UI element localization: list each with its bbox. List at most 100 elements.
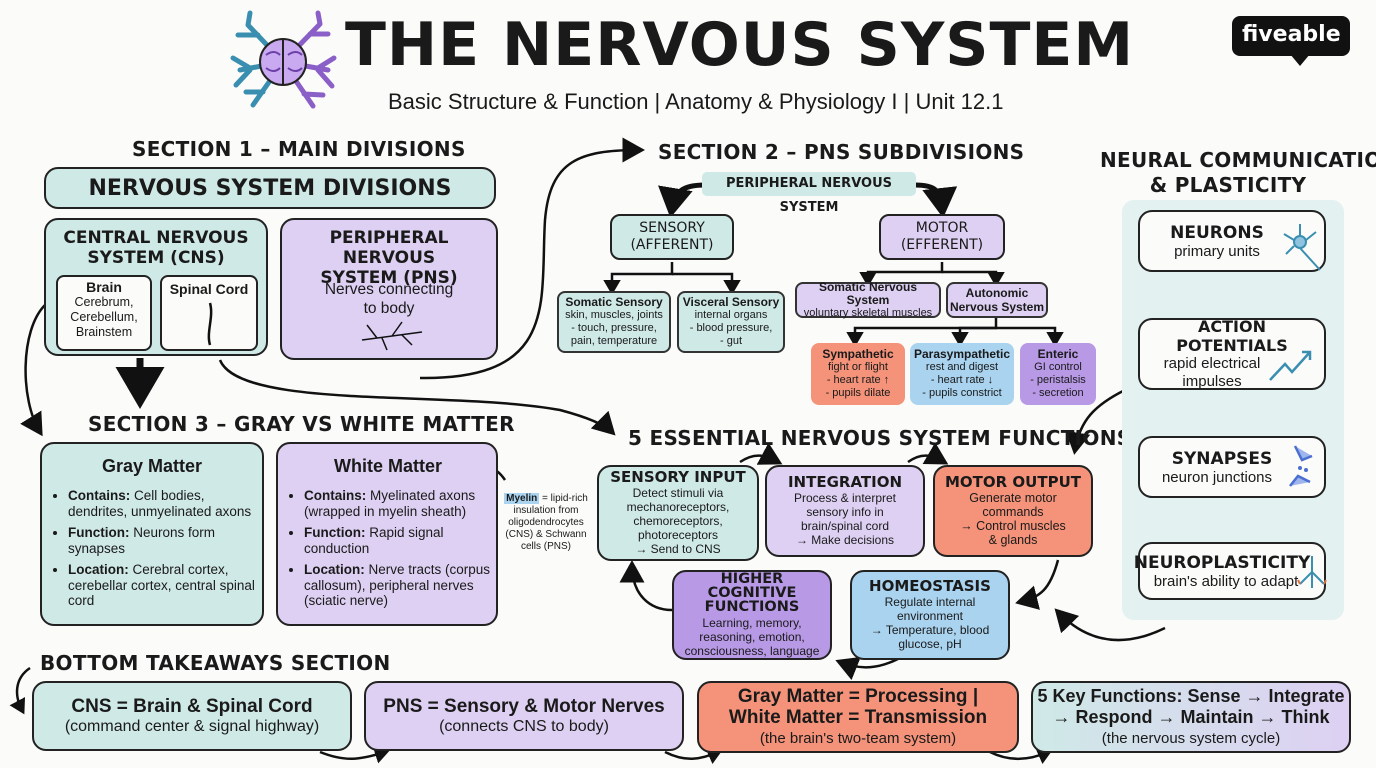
higher-l3: consciousness, language <box>684 644 820 658</box>
takeaway-matter-l3: (the brain's two-team system) <box>759 729 957 747</box>
somatic-sensory-box: Somatic Sensory skin, muscles, joints - … <box>557 291 671 353</box>
takeaway-cns-l2: (command center & signal highway) <box>64 718 320 735</box>
spinal-cord-box: Spinal Cord <box>160 275 258 351</box>
adapt-arrows-icon <box>1297 556 1327 588</box>
gray-contains: Contains: Cell bodies, dendrites, unmyel… <box>68 488 258 519</box>
integration-box: INTEGRATION Process & interpret sensory … <box>765 465 925 557</box>
motor-output-title: MOTOR OUTPUT <box>944 473 1081 491</box>
enteric-box: Enteric GI control - peristalsis - secre… <box>1020 343 1096 405</box>
synapses-box: SYNAPSES neuron junctions <box>1138 436 1326 498</box>
takeaways-heading: BOTTOM TAKEAWAYS SECTION <box>40 651 391 675</box>
sympathetic-l3: - pupils dilate <box>825 387 891 399</box>
sympathetic-box: Sympathetic fight or flight - heart rate… <box>811 343 905 405</box>
brain-box: Brain Cerebrum, Cerebellum, Brainstem <box>56 275 152 351</box>
motor-output-l3: → Control muscles <box>960 519 1066 533</box>
white-contains: Contains: Myelinated axons (wrapped in m… <box>304 488 492 519</box>
gray-matter-title: Gray Matter <box>101 456 203 476</box>
takeaway-functions-l1: 5 Key Functions: Sense → Integrate <box>1037 685 1345 706</box>
section1-heading: SECTION 1 – MAIN DIVISIONS <box>132 137 466 161</box>
myelin-l4: (CNS) & Schwann <box>505 529 587 540</box>
brand-logo-tail <box>1290 54 1310 66</box>
neurons-title: NEURONS <box>1170 222 1264 243</box>
neurons-box: NEURONS primary units <box>1138 210 1326 272</box>
visceral-sensory-l1: internal organs <box>694 309 768 321</box>
autonomic-box: Autonomic Nervous System <box>946 282 1048 318</box>
takeaway-functions-l2: → Respond → Maintain → Think <box>1052 706 1330 727</box>
cns-box: CENTRAL NERVOUS SYSTEM (CNS) Brain Cereb… <box>44 218 268 356</box>
white-location: Location: Nerve tracts (corpus callosum)… <box>304 562 492 609</box>
action-title: ACTION POTENTIALS <box>1176 317 1288 355</box>
section2-heading: SECTION 2 – PNS SUBDIVISIONS <box>658 140 1025 164</box>
somatic-sensory-title: Somatic Sensory <box>565 295 663 309</box>
neuroplasticity-box: NEUROPLASTICITY brain's ability to adapt <box>1134 542 1327 600</box>
neuron-icon <box>1283 224 1321 271</box>
motor-output-l1: Generate motor <box>969 491 1057 505</box>
higher-cognitive-box: HIGHER COGNITIVE FUNCTIONS Learning, mem… <box>672 570 832 660</box>
brand-logo-text: fiveable <box>1242 22 1341 47</box>
divisions-banner: NERVOUS SYSTEM DIVISIONS <box>44 167 496 209</box>
divisions-banner-text: NERVOUS SYSTEM DIVISIONS <box>88 175 452 201</box>
motor-box: MOTOR (EFFERENT) <box>879 214 1005 260</box>
takeaway-functions-l3: (the nervous system cycle) <box>1101 729 1281 747</box>
synapses-desc: neuron junctions <box>1161 468 1273 486</box>
homeostasis-l3: → Temperature, blood <box>870 623 990 637</box>
cns-title: CENTRAL NERVOUS SYSTEM (CNS) <box>46 228 266 268</box>
somatic-ns-l1: voluntary skeletal muscles <box>803 306 933 319</box>
neurons-desc: primary units <box>1174 242 1260 260</box>
integration-l3: brain/spinal cord <box>800 519 890 533</box>
integration-l2: sensory info in <box>806 505 884 519</box>
functions-heading: 5 ESSENTIAL NERVOUS SYSTEM FUNCTIONS <box>628 426 1132 450</box>
somatic-ns-box: Somatic Nervous System voluntary skeleta… <box>795 279 941 319</box>
autonomic-l2: Nervous System <box>949 300 1045 314</box>
page-subtitle: Basic Structure & Function | Anatomy & P… <box>388 89 1004 114</box>
motor-output-box: MOTOR OUTPUT Generate motor commands → C… <box>933 465 1093 557</box>
neural-heading: NEURAL COMMUNICATION & PLASTICITY <box>1100 148 1376 198</box>
sensory-input-l1: Detect stimuli via <box>632 486 724 500</box>
enteric-l2: - peristalsis <box>1030 374 1086 386</box>
sympathetic-l1: fight or flight <box>828 361 888 373</box>
spinal-cord-icon <box>207 302 213 346</box>
pns-root-pill: PERIPHERAL NERVOUS SYSTEM <box>702 172 916 215</box>
pns-box: PERIPHERAL NERVOUS SYSTEM (PNS) Nerves c… <box>280 218 498 360</box>
myelin-l5: cells (PNS) <box>520 541 571 552</box>
neuron-brain-logo-svg <box>230 10 337 109</box>
white-function: Function: Rapid signal conduction <box>304 525 492 556</box>
motor-l1: MOTOR <box>915 220 969 236</box>
takeaway-pns-l2: (connects CNS to body) <box>439 718 609 735</box>
higher-title-l1: HIGHER COGNITIVE <box>707 571 797 601</box>
somatic-sensory-l2: - touch, pressure, <box>571 322 657 334</box>
homeostasis-l2: environment <box>896 609 964 623</box>
sensory-input-l2: mechanoreceptors, <box>626 500 730 514</box>
cns-title-l1: CENTRAL NERVOUS <box>63 228 249 248</box>
neuroplasticity-desc: brain's ability to adapt <box>1153 572 1299 590</box>
parasympathetic-title: Parasympathetic <box>913 347 1011 361</box>
cns-title-l2: SYSTEM (CNS) <box>87 248 225 268</box>
sensory-input-box: SENSORY INPUT Detect stimuli via mechano… <box>597 465 759 561</box>
somatic-sensory-l3: pain, temperature <box>570 335 658 347</box>
takeaway-cns-l1: CNS = Brain & Spinal Cord <box>71 696 313 717</box>
white-matter-list: Contains: Myelinated axons (wrapped in m… <box>286 488 492 615</box>
lightning-arrow-icon <box>1269 350 1312 381</box>
neuroplasticity-title: NEUROPLASTICITY <box>1133 552 1311 573</box>
nerve-branch-icon <box>361 321 423 351</box>
autonomic-l1: Autonomic <box>965 286 1029 300</box>
visceral-sensory-title: Visceral Sensory <box>682 295 780 309</box>
integration-title: INTEGRATION <box>787 473 903 491</box>
gray-matter-box: Gray Matter Contains: Cell bodies, dendr… <box>40 442 264 626</box>
pns-desc: Nerves connecting to body <box>282 280 496 318</box>
myelin-note: Myelin = lipid-rich insulation from olig… <box>502 493 590 553</box>
homeostasis-l4: glucose, pH <box>898 637 962 651</box>
neural-heading-l2: & PLASTICITY <box>1149 173 1307 197</box>
homeostasis-title: HOMEOSTASIS <box>869 577 991 595</box>
brand-logo: fiveable <box>1232 16 1350 66</box>
pns-title-l2: SYSTEM (PNS) <box>320 268 458 288</box>
takeaway-functions: 5 Key Functions: Sense → Integrate → Res… <box>1031 681 1351 753</box>
sympathetic-l2: - heart rate ↑ <box>826 374 890 386</box>
white-matter-title: White Matter <box>334 456 442 476</box>
somatic-ns-title: Somatic Nervous System <box>818 279 918 307</box>
somatic-sensory-l1: skin, muscles, joints <box>565 309 663 321</box>
pns-title: PERIPHERAL NERVOUS SYSTEM (PNS) <box>282 228 496 288</box>
synapse-icon <box>1289 445 1313 487</box>
brain-l3: Brainstem <box>75 325 133 339</box>
motor-output-l2: commands <box>982 505 1044 519</box>
